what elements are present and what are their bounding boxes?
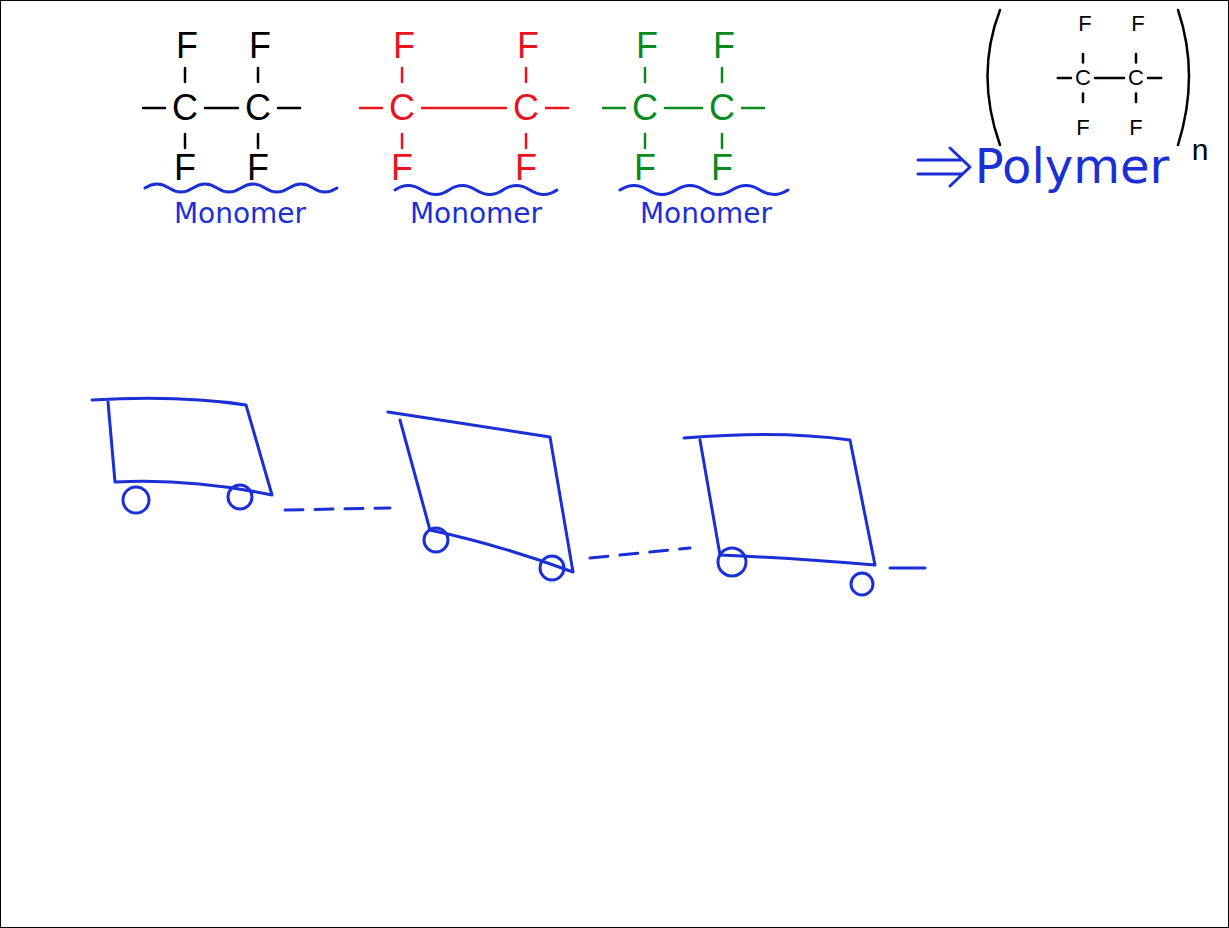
cart-train [92,398,925,595]
bond-line [721,134,724,148]
atom-symbol: F [176,28,198,64]
atom-symbol: F [713,28,735,64]
bond-line [1095,77,1124,80]
atom-symbol: C [632,90,658,126]
bond-line [644,134,647,148]
repeat-subscript: n [1192,135,1209,165]
bond-line [422,107,506,110]
bond-line [525,68,528,82]
bond-line [742,107,764,110]
bond-line [257,134,260,148]
atom-symbol: F [391,150,413,186]
atom-symbol: F [249,28,271,64]
atom-symbol: C [245,90,271,126]
wavy-underlines [145,184,788,195]
atom-symbol: F [711,150,733,186]
bond-line [665,107,702,110]
polymer-label: Polymer [975,142,1169,190]
monomer-label: Monomer [174,200,306,228]
bond-lines [143,54,1161,148]
bond-line [401,134,404,148]
atom-symbol: C [172,90,198,126]
bond-line [525,134,528,148]
atom-symbol: F [1129,117,1142,139]
atom-symbol: F [393,28,415,64]
atom-symbol: C [389,90,415,126]
bond-line [644,68,647,82]
arrow-symbol [918,148,970,186]
bond-line [1058,77,1071,80]
monomer-label: Monomer [640,200,772,228]
bond-line [603,107,625,110]
bond-line [546,107,568,110]
atom-symbol: C [709,90,735,126]
bond-line [1082,54,1085,62]
bond-line [184,134,187,148]
repeat-brackets [988,10,1190,145]
bond-line [401,68,404,82]
bond-line [360,107,382,110]
bond-line [205,107,238,110]
atom-symbol: C [513,90,539,126]
atom-symbol: F [634,150,656,186]
atom-symbol: F [174,150,196,186]
bond-line [1135,94,1138,102]
atom-symbol: C [1128,67,1144,89]
atom-symbol: F [247,150,269,186]
bond-line [1082,94,1085,102]
bond-line [721,68,724,82]
monomer-label: Monomer [410,200,542,228]
atom-symbol: F [636,28,658,64]
atom-symbol: F [515,150,537,186]
atom-symbol: F [1131,13,1144,35]
bond-line [257,68,260,82]
bond-line [143,107,165,110]
atom-symbol: F [1076,117,1089,139]
atom-symbol: C [1075,67,1091,89]
atom-symbol: F [1078,13,1091,35]
bond-line [1135,54,1138,62]
bond-line [1148,77,1161,80]
bond-line [278,107,300,110]
bond-line [184,68,187,82]
atom-symbol: F [517,28,539,64]
